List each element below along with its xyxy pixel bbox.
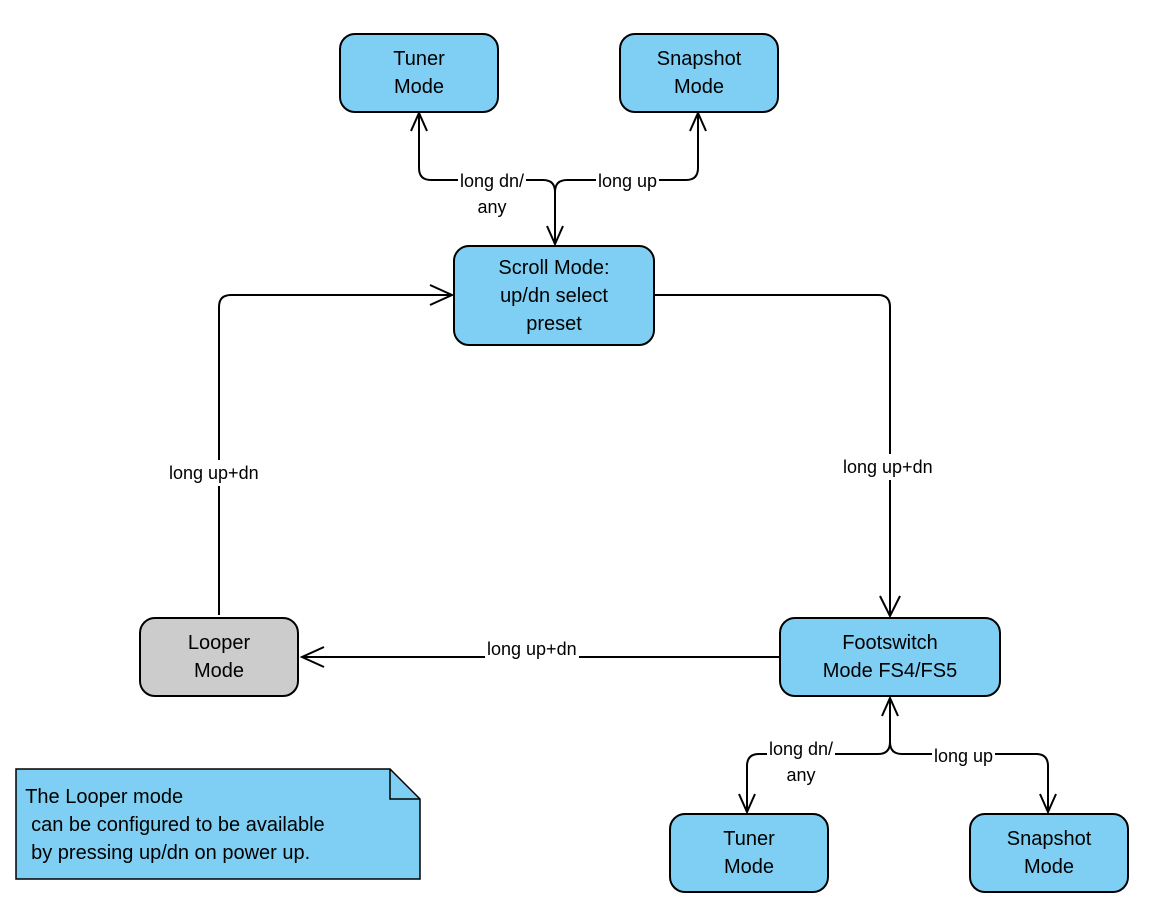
arrowhead-tuner-top — [410, 110, 428, 132]
edge-label-scroll-to-footswitch: long up+dn — [841, 454, 935, 480]
edge-scroll-to-footswitch — [655, 294, 891, 616]
edge-label-looper-to-scroll: long up+dn — [167, 460, 261, 486]
edge-label-bottom-right: long up — [932, 743, 996, 769]
edge-label-footswitch-to-looper: long up+dn — [485, 636, 579, 662]
arrowhead-footswitch-top — [879, 595, 901, 619]
tuner-mode-bottom-node: Tuner Mode — [669, 813, 829, 893]
footswitch-mode-node: Footswitch Mode FS4/FS5 — [779, 617, 1001, 697]
edge-looper-to-scroll — [218, 294, 452, 615]
note-shape — [15, 768, 421, 880]
snapshot-mode-bottom-node: Snapshot Mode — [969, 813, 1129, 893]
arrowhead-snapshot-top — [689, 110, 707, 132]
snapshot-mode-top-node: Snapshot Mode — [619, 33, 779, 113]
arrowhead-scroll-left — [429, 284, 455, 306]
arrowhead-tuner-bottom — [738, 793, 756, 815]
arrowhead-looper-right — [299, 646, 325, 668]
looper-note-text: The Looper mode can be configured to be … — [25, 786, 325, 864]
scroll-mode-node: Scroll Mode: up/dn select preset — [453, 245, 655, 346]
edge-label-bottom-left: long dn/ any — [767, 736, 836, 788]
edge-label-top-left: long dn/ any — [458, 168, 527, 220]
arrowhead-footswitch-bottom — [881, 695, 899, 717]
arrowhead-scroll-top — [546, 225, 564, 247]
edge-label-top-right: long up — [596, 168, 660, 194]
looper-mode-node: Looper Mode — [139, 617, 299, 697]
tuner-mode-top-node: Tuner Mode — [339, 33, 499, 113]
arrowhead-snapshot-bottom — [1039, 793, 1057, 815]
